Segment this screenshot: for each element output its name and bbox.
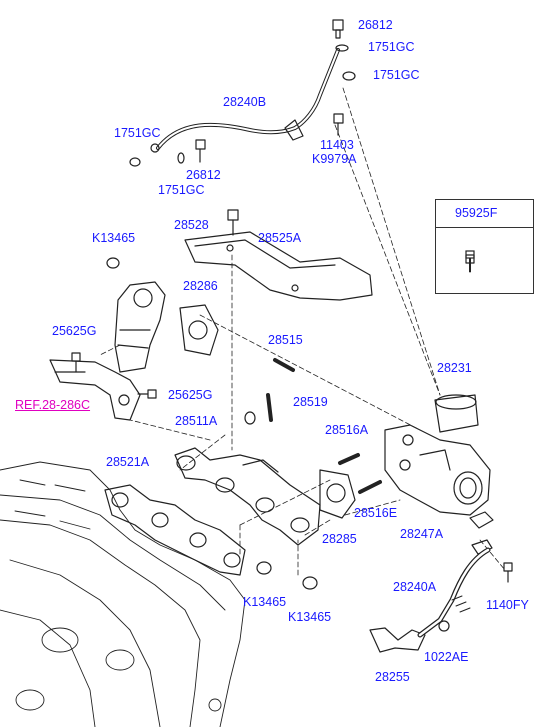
label-25625g-a[interactable]: 25625G xyxy=(52,324,97,338)
label-28240a[interactable]: 28240A xyxy=(393,580,437,594)
label-25625g-b[interactable]: 25625G xyxy=(168,388,213,402)
label-26812-mid[interactable]: 26812 xyxy=(186,168,221,182)
label-1751gc-left[interactable]: 1751GC xyxy=(114,126,161,140)
label-95925f[interactable]: 95925F xyxy=(455,206,498,220)
leader-lines xyxy=(99,87,506,576)
reference-link[interactable]: REF.28-286C xyxy=(15,398,91,412)
oil-feed-pipe xyxy=(150,48,340,153)
label-28528[interactable]: 28528 xyxy=(174,218,209,232)
label-1751gc-low[interactable]: 1751GC xyxy=(158,183,205,197)
turbocharger xyxy=(384,394,491,516)
label-k13465-c[interactable]: K13465 xyxy=(288,610,332,624)
label-28519[interactable]: 28519 xyxy=(293,395,328,409)
label-1140fy[interactable]: 1140FY xyxy=(486,598,529,612)
label-26812-top[interactable]: 26812 xyxy=(358,18,393,32)
label-28285[interactable]: 28285 xyxy=(322,532,357,546)
label-28525a[interactable]: 28525A xyxy=(258,231,302,245)
label-28515[interactable]: 28515 xyxy=(268,333,303,347)
oil-return-pipe xyxy=(417,547,491,638)
label-28511a[interactable]: 28511A xyxy=(175,414,218,428)
label-28516a[interactable]: 28516A xyxy=(325,423,369,437)
inset-box xyxy=(435,199,534,294)
inset-divider xyxy=(436,227,533,228)
label-1022ae[interactable]: 1022AE xyxy=(424,650,469,664)
gaskets xyxy=(179,304,494,653)
label-11403[interactable]: 11403 xyxy=(320,138,354,152)
bolt-icon xyxy=(462,250,478,274)
label-28255[interactable]: 28255 xyxy=(375,670,410,684)
label-28286[interactable]: 28286 xyxy=(183,279,218,293)
heat-shield xyxy=(184,231,373,301)
label-k13465-b[interactable]: K13465 xyxy=(243,595,287,609)
label-28521a[interactable]: 28521A xyxy=(106,455,150,469)
label-1751gc-a[interactable]: 1751GC xyxy=(368,40,415,54)
hardware xyxy=(71,19,513,632)
label-k13465-top[interactable]: K13465 xyxy=(92,231,136,245)
label-1751gc-b[interactable]: 1751GC xyxy=(373,68,420,82)
engine-block xyxy=(0,461,246,727)
label-28231[interactable]: 28231 xyxy=(437,361,472,375)
label-28240b[interactable]: 28240B xyxy=(223,95,267,109)
label-k9979a[interactable]: K9979A xyxy=(312,152,357,166)
manifold-gasket xyxy=(104,484,246,576)
catalytic-converter xyxy=(49,281,166,421)
exhaust-manifold xyxy=(174,447,321,546)
label-28516e[interactable]: 28516E xyxy=(354,506,398,520)
label-28247a[interactable]: 28247A xyxy=(400,527,444,541)
